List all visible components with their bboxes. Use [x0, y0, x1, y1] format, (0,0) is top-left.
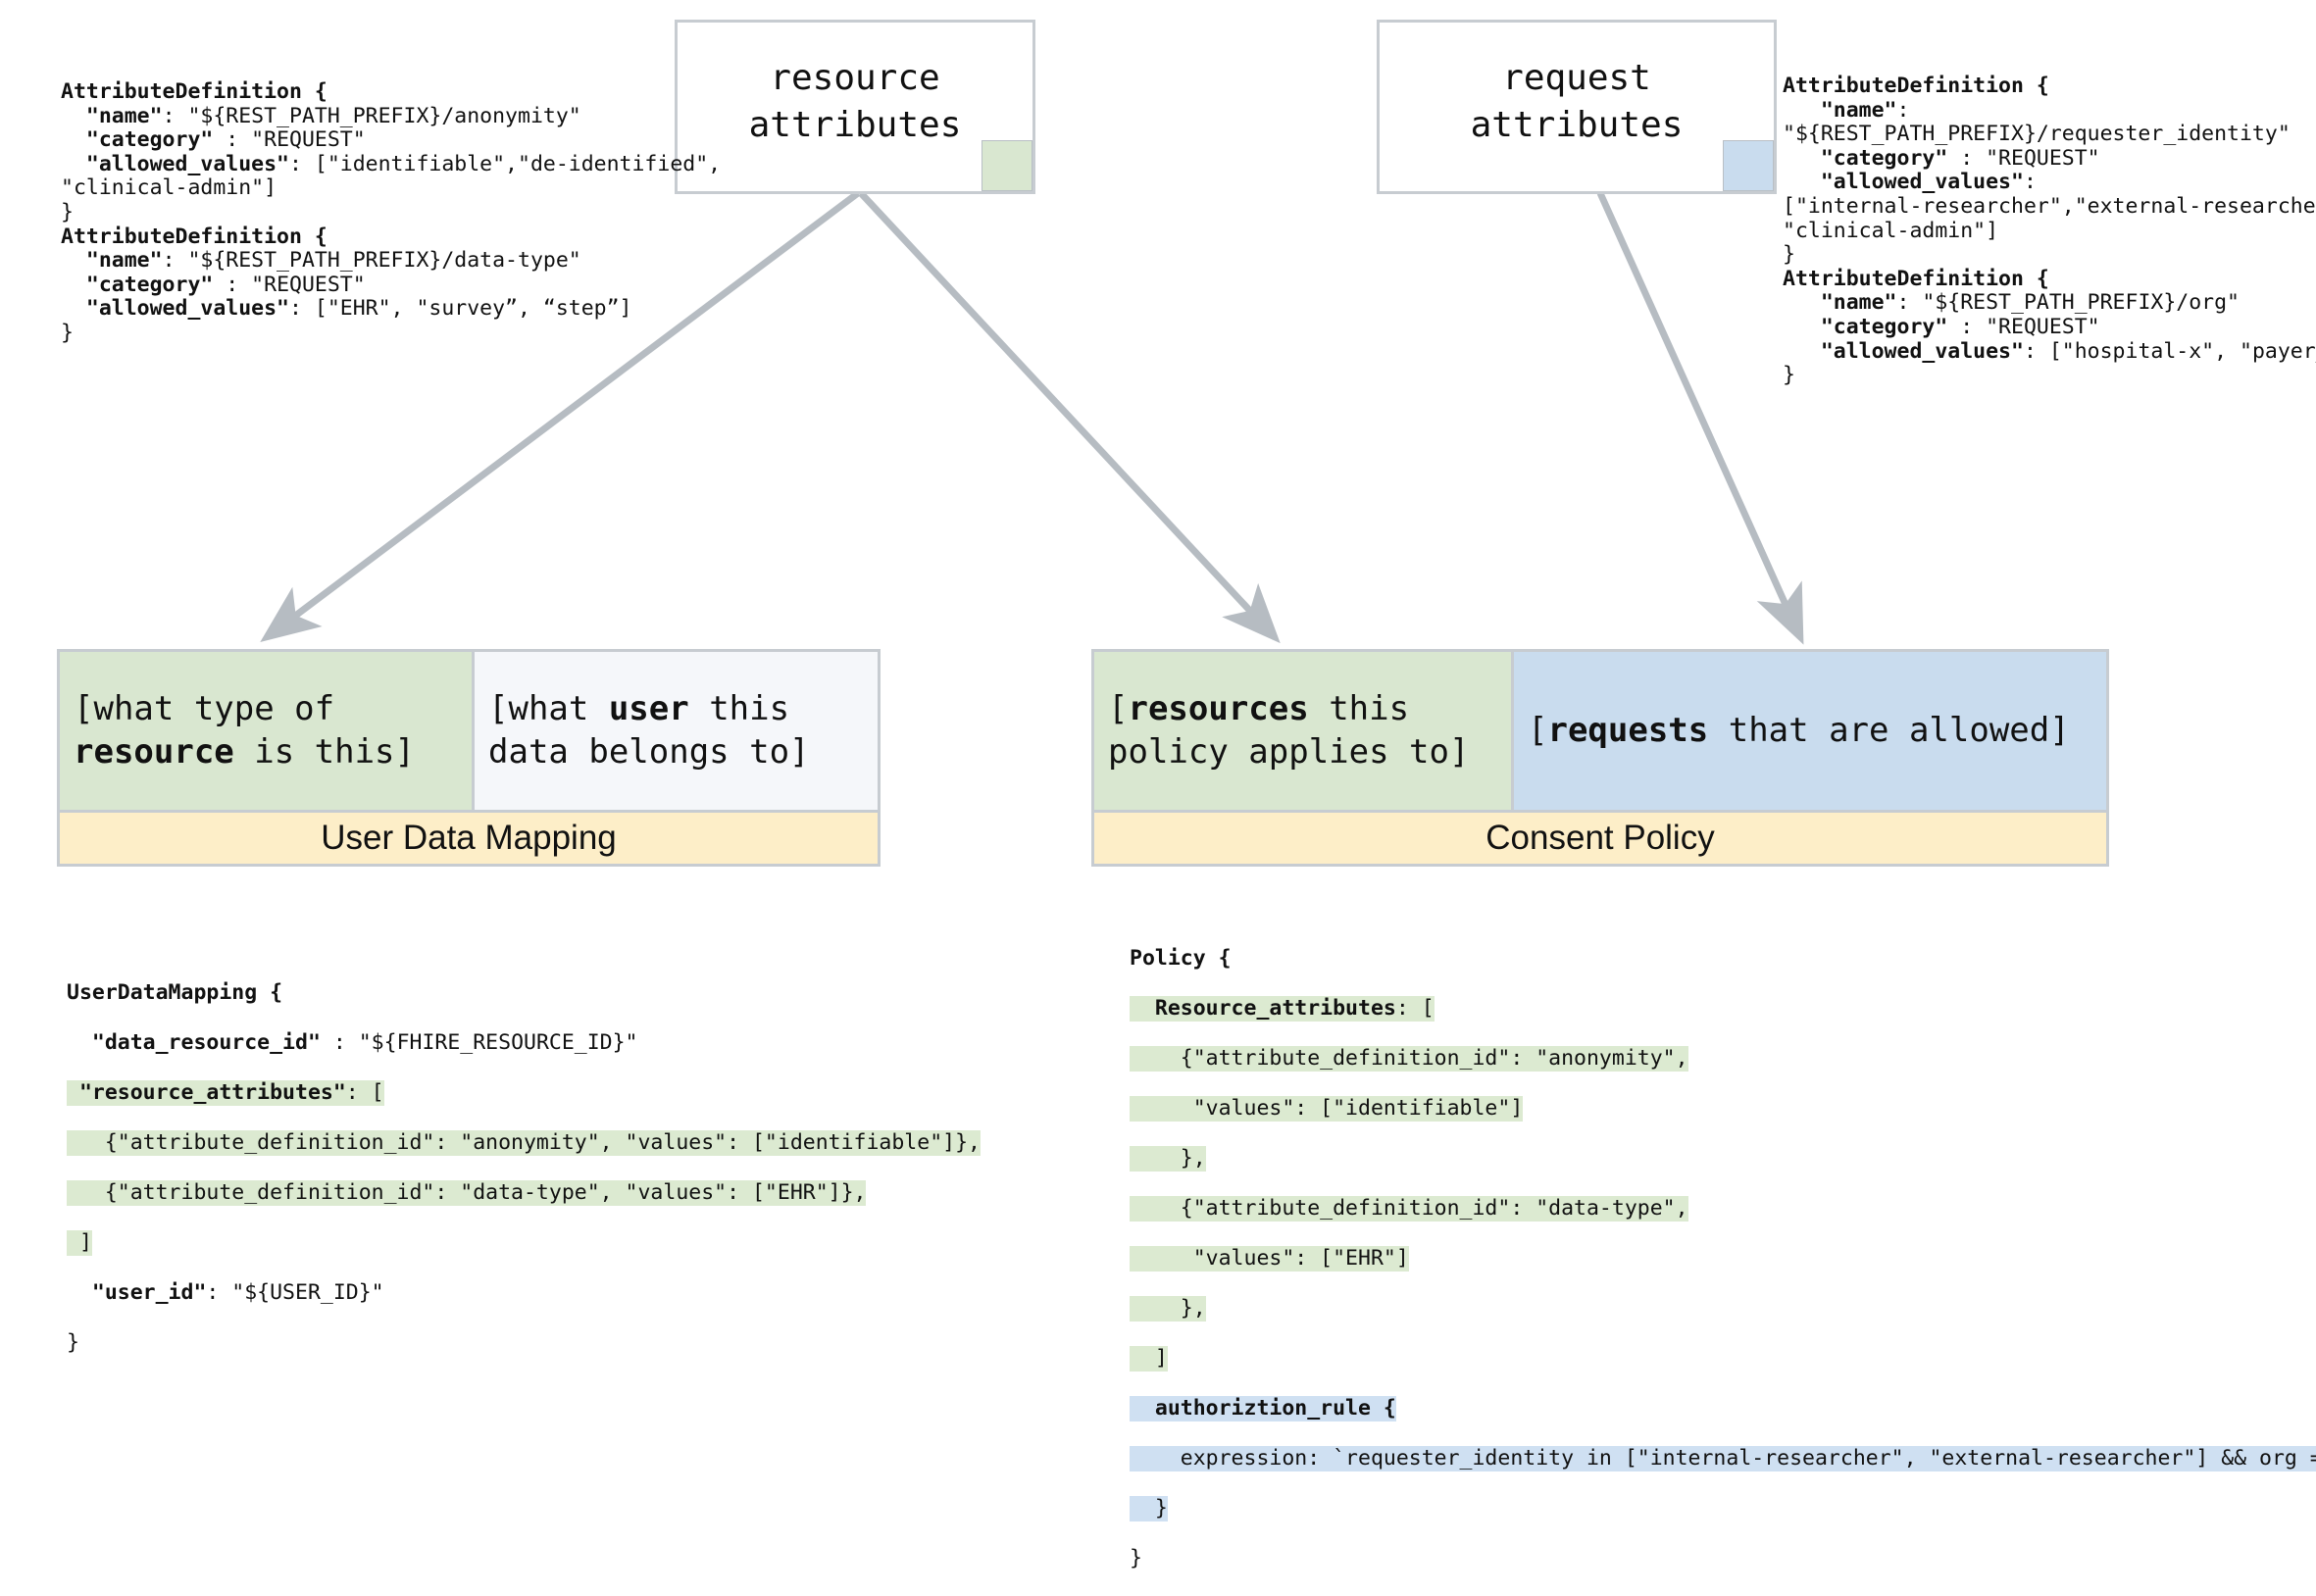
cp-requests-cell: [requests that are allowed] — [1511, 652, 2106, 810]
request-attributes-box[interactable]: request attributes — [1377, 20, 1777, 194]
consent-policy-box[interactable]: [resources this policy applies to] [requ… — [1091, 649, 2109, 867]
right-attribute-definitions-note: AttributeDefinition { "name": "${REST_PA… — [1783, 74, 2316, 388]
cp-resources-cell: [resources this policy applies to] — [1094, 652, 1511, 810]
resource-attributes-label: resource attributes — [748, 57, 962, 145]
left-attribute-definitions-note: AttributeDefinition { "name": "${REST_PA… — [61, 79, 722, 345]
consent-policy-footer-label: Consent Policy — [1094, 810, 2106, 864]
user-data-mapping-box[interactable]: [what type of resource is this] [what us… — [57, 649, 881, 867]
diagram-canvas: resource attributes request attributes A… — [57, 20, 2316, 1571]
request-attributes-label: request attributes — [1470, 57, 1684, 145]
user-data-mapping-cells: [what type of resource is this] [what us… — [60, 652, 878, 810]
request-color-swatch — [1723, 140, 1774, 191]
consent-policy-cells: [resources this policy applies to] [requ… — [1094, 652, 2106, 810]
policy-code-block: Policy { Resource_attributes: [ {"attrib… — [1130, 946, 2316, 1596]
user-data-mapping-code-block: UserDataMapping { "data_resource_id" : "… — [67, 980, 981, 1355]
udm-user-cell: [what user this data belongs to] — [472, 652, 878, 810]
resource-color-swatch — [982, 140, 1032, 191]
udm-resource-cell: [what type of resource is this] — [60, 652, 472, 810]
resource-attributes-box[interactable]: resource attributes — [675, 20, 1035, 194]
user-data-mapping-footer-label: User Data Mapping — [60, 810, 878, 864]
arrow-resource-to-consent-policy — [858, 190, 1281, 644]
arrow-request-to-consent-policy — [1596, 191, 1804, 645]
